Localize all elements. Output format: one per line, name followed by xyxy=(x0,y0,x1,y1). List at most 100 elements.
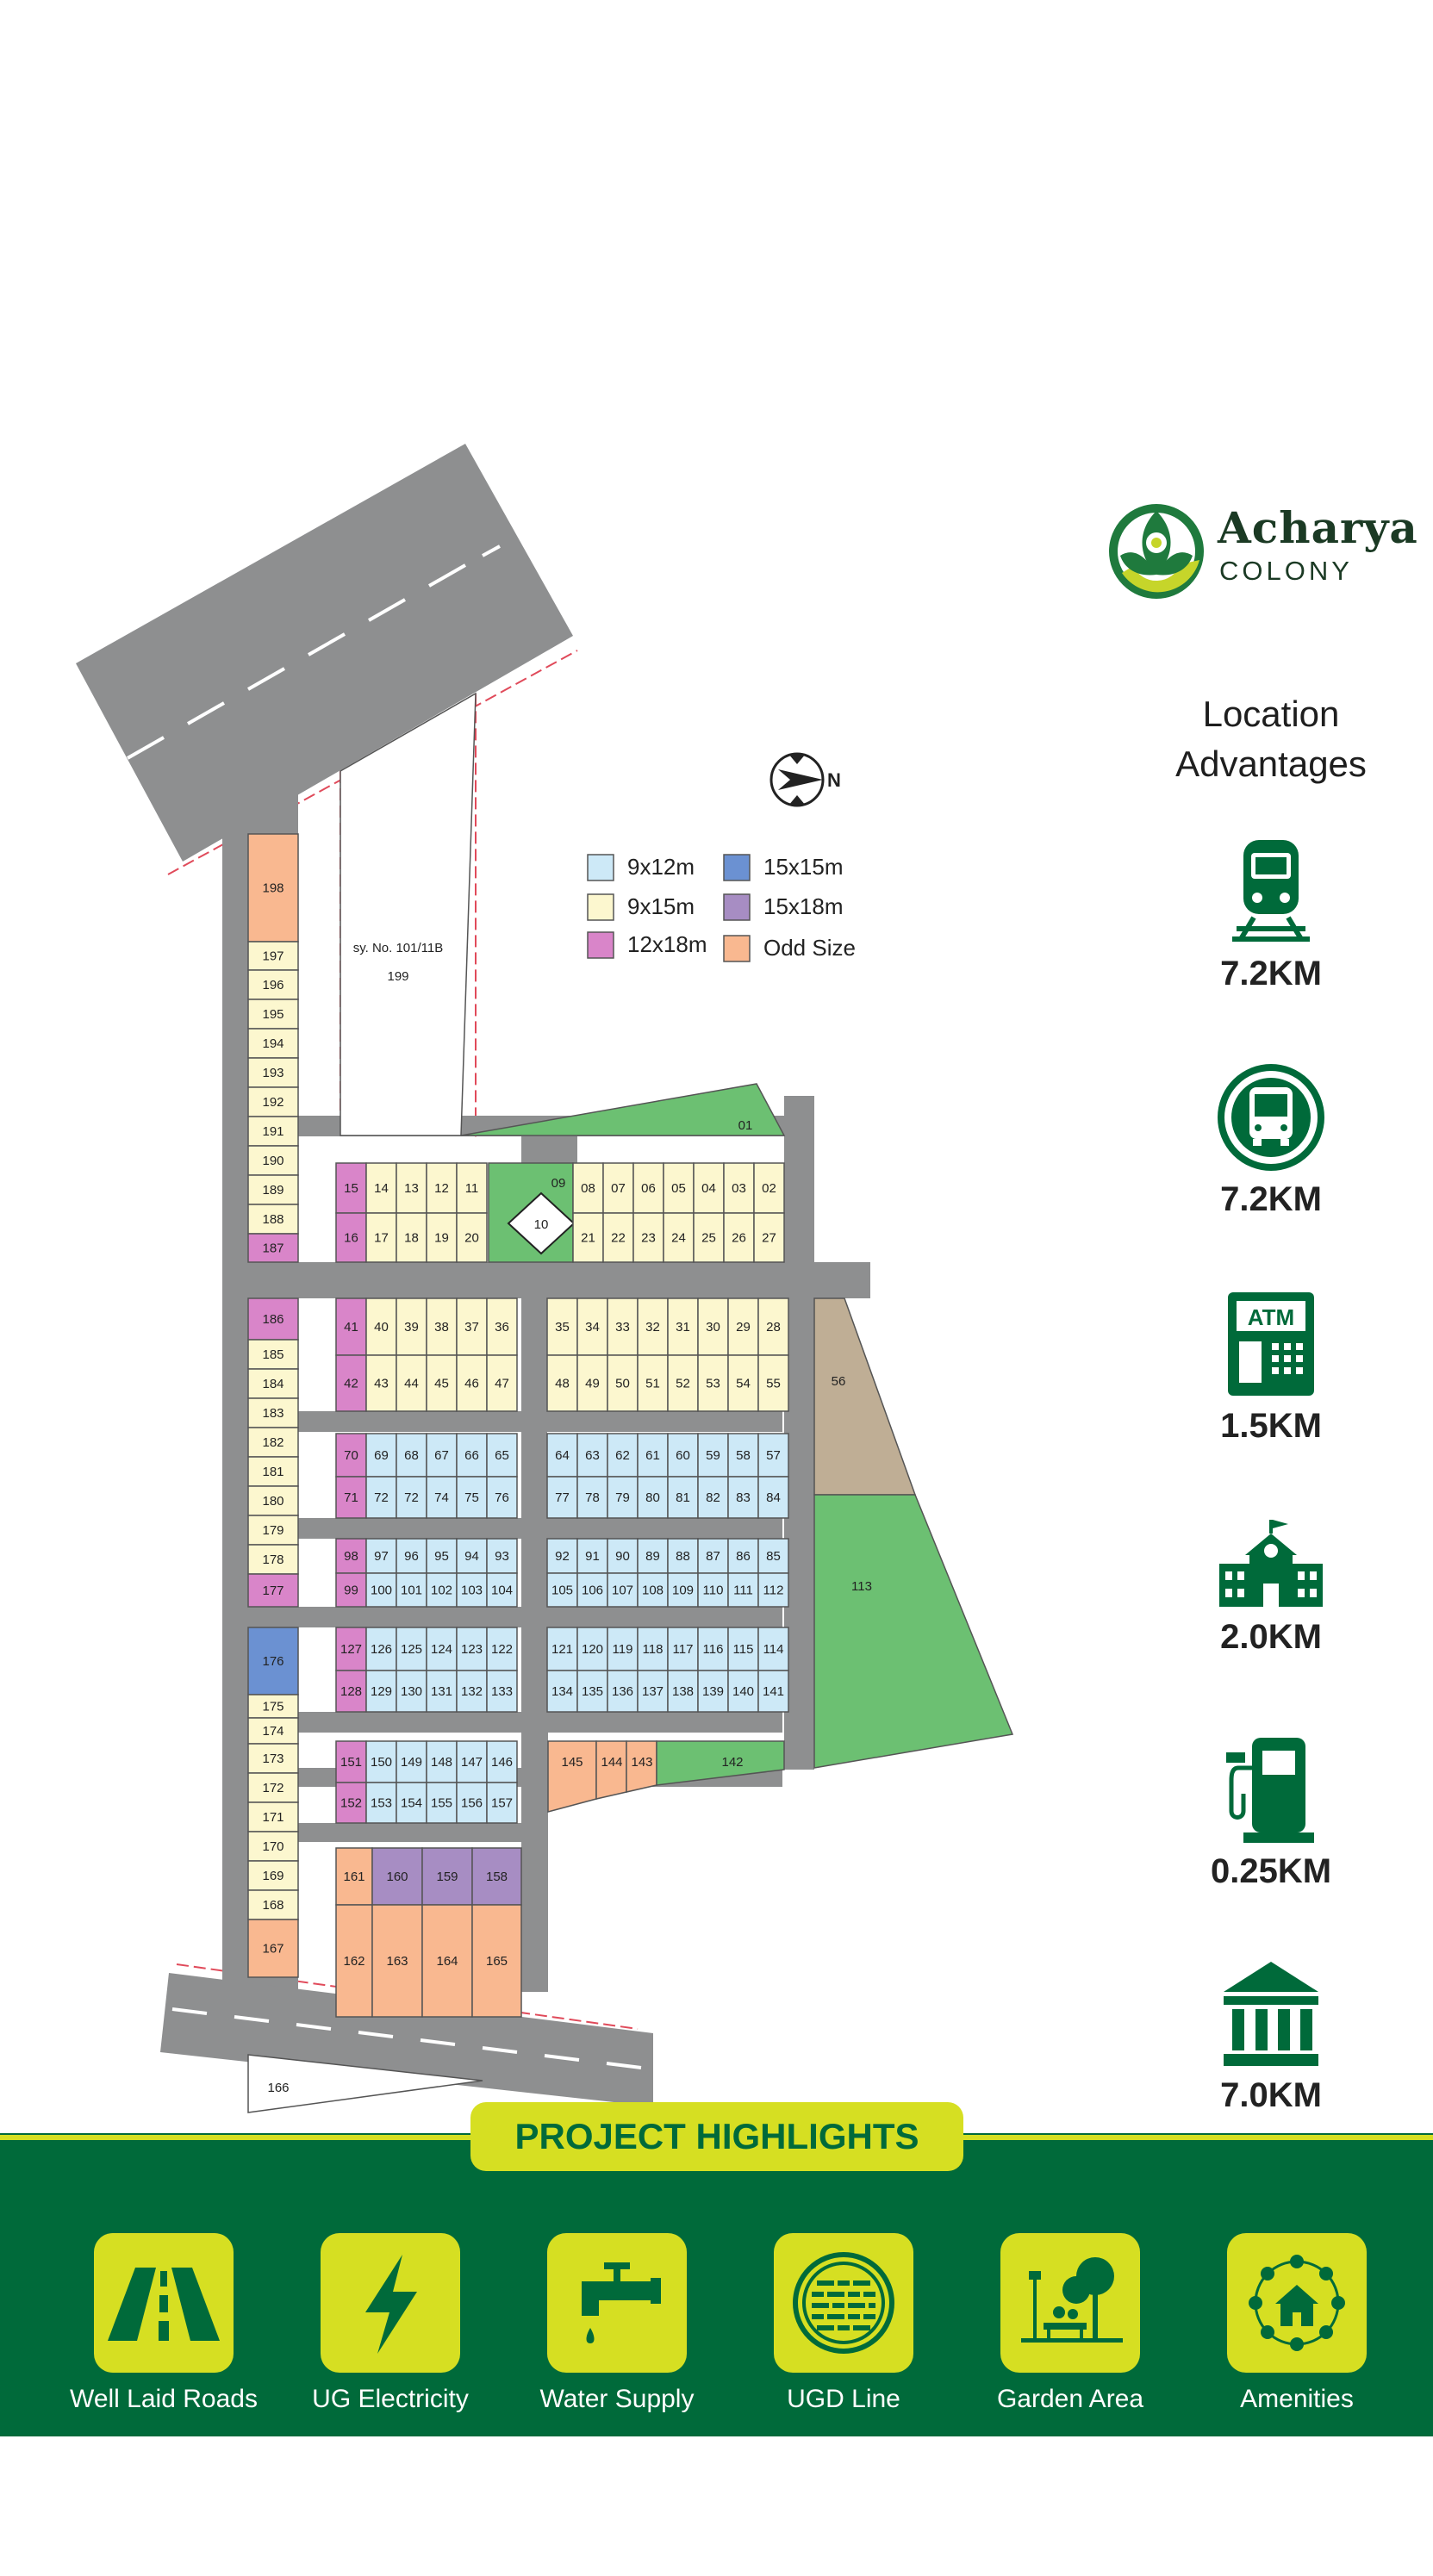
plot-label-115: 115 xyxy=(733,1642,754,1657)
plot-label-107: 107 xyxy=(612,1584,633,1598)
plot-165 xyxy=(471,1904,522,2018)
plot-172 xyxy=(247,1772,299,1803)
plot-label-72: 72 xyxy=(374,1490,389,1505)
plot-label-141: 141 xyxy=(763,1684,784,1699)
compass-north-label: N xyxy=(827,769,841,791)
plot-78 xyxy=(576,1476,608,1519)
plot-label-19: 19 xyxy=(434,1231,449,1246)
plot-label-34: 34 xyxy=(585,1320,600,1335)
plot-label-100: 100 xyxy=(371,1584,392,1598)
plot-label-136: 136 xyxy=(612,1684,633,1699)
plot-label-133: 133 xyxy=(491,1684,513,1699)
plot-118 xyxy=(637,1627,669,1671)
plot-label-08: 08 xyxy=(581,1181,595,1196)
plot-label-103: 103 xyxy=(461,1584,483,1598)
plot-81 xyxy=(667,1476,699,1519)
plot-label-51: 51 xyxy=(645,1377,660,1391)
location-item-train: 7.2KM xyxy=(1185,836,1357,993)
plot-label-01: 01 xyxy=(738,1118,753,1133)
plot-label-96: 96 xyxy=(404,1549,419,1564)
plot-157 xyxy=(486,1782,518,1824)
plot-150 xyxy=(365,1740,397,1783)
map-legend: 9x12m 15x15m 9x15m 15x18m 12x18m Odd Siz… xyxy=(587,854,856,962)
plot-label-183: 183 xyxy=(262,1406,283,1421)
plot-label-118: 118 xyxy=(643,1642,664,1657)
brand-subtitle: COLONY xyxy=(1219,556,1353,586)
plot-label-21: 21 xyxy=(581,1231,595,1246)
plot-40 xyxy=(365,1297,397,1356)
plot-112 xyxy=(757,1572,789,1608)
svg-text:ATM: ATM xyxy=(1248,1304,1294,1330)
plot-label-70: 70 xyxy=(344,1448,358,1463)
green-plot-113 xyxy=(813,1494,1014,1769)
train-icon xyxy=(1232,840,1310,942)
plot-label-170: 170 xyxy=(262,1839,283,1854)
plot-label-163: 163 xyxy=(386,1954,408,1969)
plot-label-22: 22 xyxy=(611,1231,626,1246)
plot-87 xyxy=(697,1538,729,1574)
plot-145 xyxy=(547,1740,597,1813)
plot-155 xyxy=(426,1782,458,1824)
plot-label-63: 63 xyxy=(585,1448,600,1463)
plot-label-13: 13 xyxy=(404,1181,419,1196)
highlight-label-ugd: UGD Line xyxy=(787,2385,900,2413)
legend-label-15x18m: 15x18m xyxy=(763,893,844,919)
highlight-ugd-line: UGD Line xyxy=(740,2233,947,2414)
project-highlights-band xyxy=(0,2133,1433,2436)
plot-93 xyxy=(486,1538,518,1574)
plot-label-64: 64 xyxy=(555,1448,570,1463)
plot-label-04: 04 xyxy=(701,1181,716,1196)
water-tap-icon xyxy=(582,2262,661,2343)
project-highlights-title: PROJECT HIGHLIGHTS xyxy=(470,2102,963,2171)
plot-label-159: 159 xyxy=(436,1870,458,1884)
plot-label-154: 154 xyxy=(401,1796,422,1811)
plot-label-119: 119 xyxy=(613,1642,633,1657)
plot-163 xyxy=(371,1904,423,2018)
plot-label-151: 151 xyxy=(340,1755,362,1770)
plot-84 xyxy=(757,1476,789,1519)
plot-label-122: 122 xyxy=(491,1642,513,1657)
plot-47 xyxy=(486,1354,518,1412)
plot-label-156: 156 xyxy=(461,1796,483,1811)
highlight-label-electricity: UG Electricity xyxy=(312,2385,469,2413)
plot-label-12: 12 xyxy=(434,1181,449,1196)
plot-58 xyxy=(727,1433,759,1478)
plot-label-62: 62 xyxy=(615,1448,630,1463)
plot-146 xyxy=(486,1740,518,1783)
plot-label-106: 106 xyxy=(582,1584,603,1598)
plot-label-50: 50 xyxy=(615,1377,630,1391)
plot-184 xyxy=(247,1368,299,1399)
plot-label-85: 85 xyxy=(766,1549,781,1564)
plot-label-11: 11 xyxy=(465,1181,479,1196)
plot-142 xyxy=(656,1740,785,1786)
plot-label-66: 66 xyxy=(464,1448,479,1463)
legend-label-12x18m: 12x18m xyxy=(627,931,707,957)
plot-135 xyxy=(576,1670,608,1713)
plot-43 xyxy=(365,1354,397,1412)
brand-name: Acharya xyxy=(1218,502,1418,553)
plot-64 xyxy=(546,1433,578,1478)
tan-plot-56 xyxy=(813,1297,917,1496)
plot-label-164: 164 xyxy=(436,1954,458,1969)
plot-label-124: 124 xyxy=(431,1642,452,1657)
plot-label-55: 55 xyxy=(766,1377,781,1391)
plot-label-25: 25 xyxy=(701,1231,716,1246)
plot-label-114: 114 xyxy=(763,1642,784,1657)
plot-label-101: 101 xyxy=(401,1584,422,1598)
plot-label-57: 57 xyxy=(766,1448,781,1463)
plot-label-92: 92 xyxy=(555,1549,570,1564)
plot-label-06: 06 xyxy=(641,1181,656,1196)
plot-187 xyxy=(247,1233,299,1263)
site-plan-map: sy. No. 101/11B 199 01 09 10 56 113 166 … xyxy=(76,444,1014,2113)
plot-107 xyxy=(607,1572,639,1608)
plot-label-116: 116 xyxy=(703,1642,724,1657)
plot-161 xyxy=(335,1847,373,1906)
location-item-fuel: 0.25KM xyxy=(1185,1733,1357,1891)
plot-48 xyxy=(546,1354,578,1412)
location-advantages-title: Location Advantages xyxy=(1125,689,1417,789)
plot-124 xyxy=(426,1627,458,1671)
plot-label-132: 132 xyxy=(461,1684,483,1699)
plot-label-161: 161 xyxy=(343,1870,364,1884)
plot-label-36: 36 xyxy=(495,1320,509,1335)
plot-label-87: 87 xyxy=(706,1549,720,1564)
